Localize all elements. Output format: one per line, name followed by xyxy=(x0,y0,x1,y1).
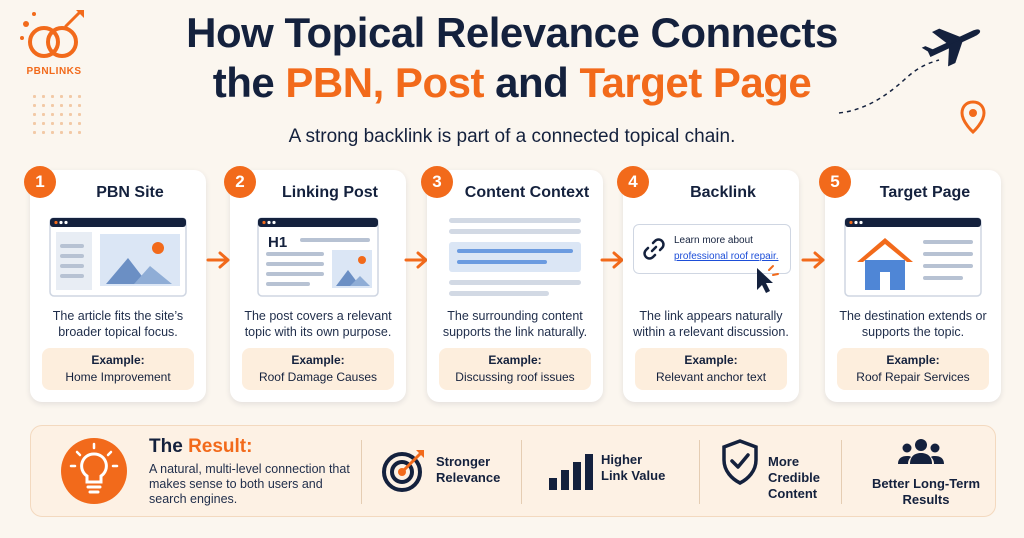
step-card-target-page: 5 Target Page The destination extends or… xyxy=(819,166,1001,402)
divider xyxy=(521,440,522,504)
target-icon xyxy=(382,450,424,492)
result-description: A natural, multi-level connection that m… xyxy=(149,462,350,506)
example-label: Example: xyxy=(291,353,345,367)
article-h1-icon xyxy=(257,217,379,297)
shield-check-icon xyxy=(722,439,758,485)
step-description: The surrounding content supports the lin… xyxy=(442,309,588,339)
step-title: Linking Post xyxy=(282,184,378,201)
title-line-1: How Topical Relevance Connects xyxy=(186,9,838,56)
arrow-right-icon xyxy=(206,251,230,269)
benefit-label: Stronger Relevance xyxy=(436,454,501,485)
arrow-right-icon xyxy=(600,251,624,269)
example-value: Relevant anchor text xyxy=(655,370,767,384)
example-box: Example: Relevant anchor text xyxy=(635,348,787,390)
example-label: Example: xyxy=(488,353,542,367)
step-card-content-context: 3 Content Context The surrounding conten… xyxy=(421,166,603,402)
snippet-text: Learn more about xyxy=(674,235,753,246)
divider xyxy=(699,440,700,504)
title-line-2: the PBN, Post and Target Page xyxy=(0,58,1024,108)
website-image-icon xyxy=(49,217,187,297)
step-card-linking-post: 2 Linking Post H1 The post covers a rele… xyxy=(224,166,406,402)
benefit-more-credible-content: More Credible Content xyxy=(716,426,846,518)
title-word-post: Post xyxy=(383,59,485,106)
step-card-pbn-site: 1 PBN Site The article fits the site’s b… xyxy=(24,166,206,402)
benefit-label: Better Long-Term Results xyxy=(871,476,981,507)
title-word-the: the xyxy=(212,59,286,106)
step-title: Target Page xyxy=(879,184,971,201)
backlink-snippet: Learn more about professional roof repai… xyxy=(633,224,791,274)
step-description: The destination extends or supports the … xyxy=(839,309,987,339)
logo-text: PBNLINKS xyxy=(26,66,82,77)
benefit-better-results: Better Long-Term Results xyxy=(846,426,996,518)
bar-chart-icon xyxy=(549,454,593,490)
link-icon xyxy=(643,238,665,260)
step-title: PBN Site xyxy=(96,184,164,201)
decorative-dots xyxy=(30,92,86,136)
result-title-the: The xyxy=(149,436,189,457)
example-box: Example: Roof Repair Services xyxy=(837,348,989,390)
benefit-label: More Credible Content xyxy=(768,454,821,501)
step-title: Content Context xyxy=(464,184,590,201)
title-word-and: and xyxy=(483,59,580,106)
page-title: How Topical Relevance Connects the PBN, … xyxy=(0,8,1024,108)
benefit-higher-link-value: Higher Link Value xyxy=(541,426,681,518)
example-value: Roof Damage Causes xyxy=(258,370,378,384)
divider xyxy=(361,440,362,504)
airplane-icon xyxy=(838,28,981,114)
divider xyxy=(841,440,842,504)
result-title-word: Result: xyxy=(188,436,253,457)
cursor-click-icon xyxy=(757,265,779,293)
example-value: Home Improvement xyxy=(65,370,171,384)
step-card-backlink: 4 Backlink Learn more about professional… xyxy=(617,166,799,402)
arrow-right-icon xyxy=(404,251,428,269)
users-icon xyxy=(898,439,944,464)
example-value: Discussing roof issues xyxy=(455,370,575,384)
step-description: The link appears naturally within a rele… xyxy=(633,309,789,339)
result-panel: The Result: A natural, multi-level conne… xyxy=(30,425,996,517)
step-number: 3 xyxy=(421,166,453,198)
title-word-pbn: PBN, xyxy=(285,59,384,106)
step-number: 1 xyxy=(24,166,56,198)
example-box: Example: Discussing roof issues xyxy=(439,348,591,390)
subtitle: A strong backlink is part of a connected… xyxy=(288,126,736,147)
text-lines-icon xyxy=(449,218,581,296)
benefit-label: Higher Link Value xyxy=(601,452,666,483)
step-description: The post covers a relevant topic with it… xyxy=(244,309,392,339)
anchor-link[interactable]: professional roof repair. xyxy=(674,251,779,262)
step-number: 5 xyxy=(819,166,851,198)
example-label: Example: xyxy=(91,353,145,367)
arrow-right-icon xyxy=(801,251,825,269)
step-number: 4 xyxy=(617,166,649,198)
benefit-stronger-relevance: Stronger Relevance xyxy=(376,426,506,518)
step-number: 2 xyxy=(224,166,256,198)
pbnlinks-logo: PBNLINKS xyxy=(14,8,94,80)
step-description: The article fits the site’s broader topi… xyxy=(52,309,184,339)
result-title: The Result: xyxy=(149,436,252,458)
h1-label: H1 xyxy=(268,234,288,251)
example-box: Example: Roof Damage Causes xyxy=(242,348,394,390)
example-value: Roof Repair Services xyxy=(856,370,970,384)
example-label: Example: xyxy=(886,353,940,367)
step-title: Backlink xyxy=(690,184,756,201)
example-box: Example: Home Improvement xyxy=(42,348,194,390)
lightbulb-icon xyxy=(61,438,127,504)
chain-rings-icon xyxy=(20,10,84,58)
map-pin-icon xyxy=(960,100,986,135)
title-word-target: Target Page xyxy=(579,59,812,106)
example-label: Example: xyxy=(684,353,738,367)
house-icon xyxy=(844,217,982,297)
